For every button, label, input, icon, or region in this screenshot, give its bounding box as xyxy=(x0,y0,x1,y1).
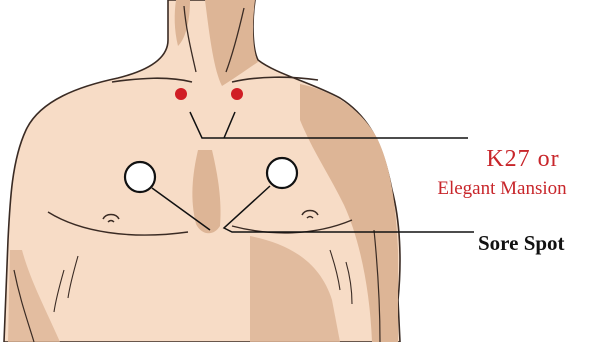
sore-spot-right xyxy=(267,158,297,188)
elegant-mansion-label: Elegant Mansion xyxy=(404,178,600,200)
sore-spot-label: Sore Spot xyxy=(478,231,606,256)
k27-point-right xyxy=(231,88,243,100)
k27-label: K27 or xyxy=(458,146,588,173)
k27-point-left xyxy=(175,88,187,100)
sore-spot-left xyxy=(125,162,155,192)
